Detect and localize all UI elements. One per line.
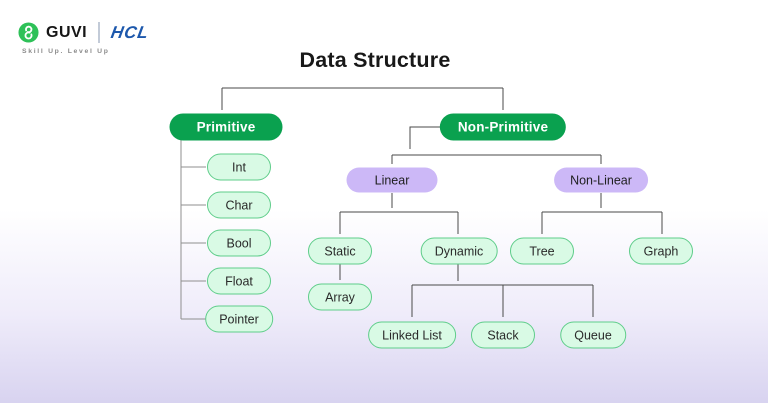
node-graph: Graph	[629, 237, 693, 265]
guvi-logo-icon	[18, 22, 39, 43]
node-dynamic: Dynamic	[420, 237, 498, 265]
node-static: Static	[308, 237, 372, 265]
page-title: Data Structure	[299, 48, 451, 72]
brand-header: GUVI HCL	[18, 22, 151, 43]
node-tree: Tree	[510, 237, 574, 265]
brand-tagline: Skill Up. Level Up	[22, 48, 110, 55]
node-non-primitive: Non-Primitive	[439, 113, 567, 141]
node-linear: Linear	[346, 167, 438, 193]
node-char: Char	[207, 191, 271, 219]
node-non-linear: Non-Linear	[554, 167, 648, 193]
node-stack: Stack	[471, 321, 535, 349]
guvi-wordmark: GUVI	[46, 23, 88, 41]
hcl-wordmark: HCL	[109, 22, 151, 42]
node-float: Float	[207, 267, 271, 295]
node-pointer: Pointer	[205, 305, 273, 333]
logo-divider	[98, 22, 101, 43]
node-queue: Queue	[560, 321, 626, 349]
node-array: Array	[308, 283, 372, 311]
node-linked-list: Linked List	[368, 321, 456, 349]
node-primitive: Primitive	[169, 113, 283, 141]
node-int: Int	[207, 153, 271, 181]
node-bool: Bool	[207, 229, 271, 257]
